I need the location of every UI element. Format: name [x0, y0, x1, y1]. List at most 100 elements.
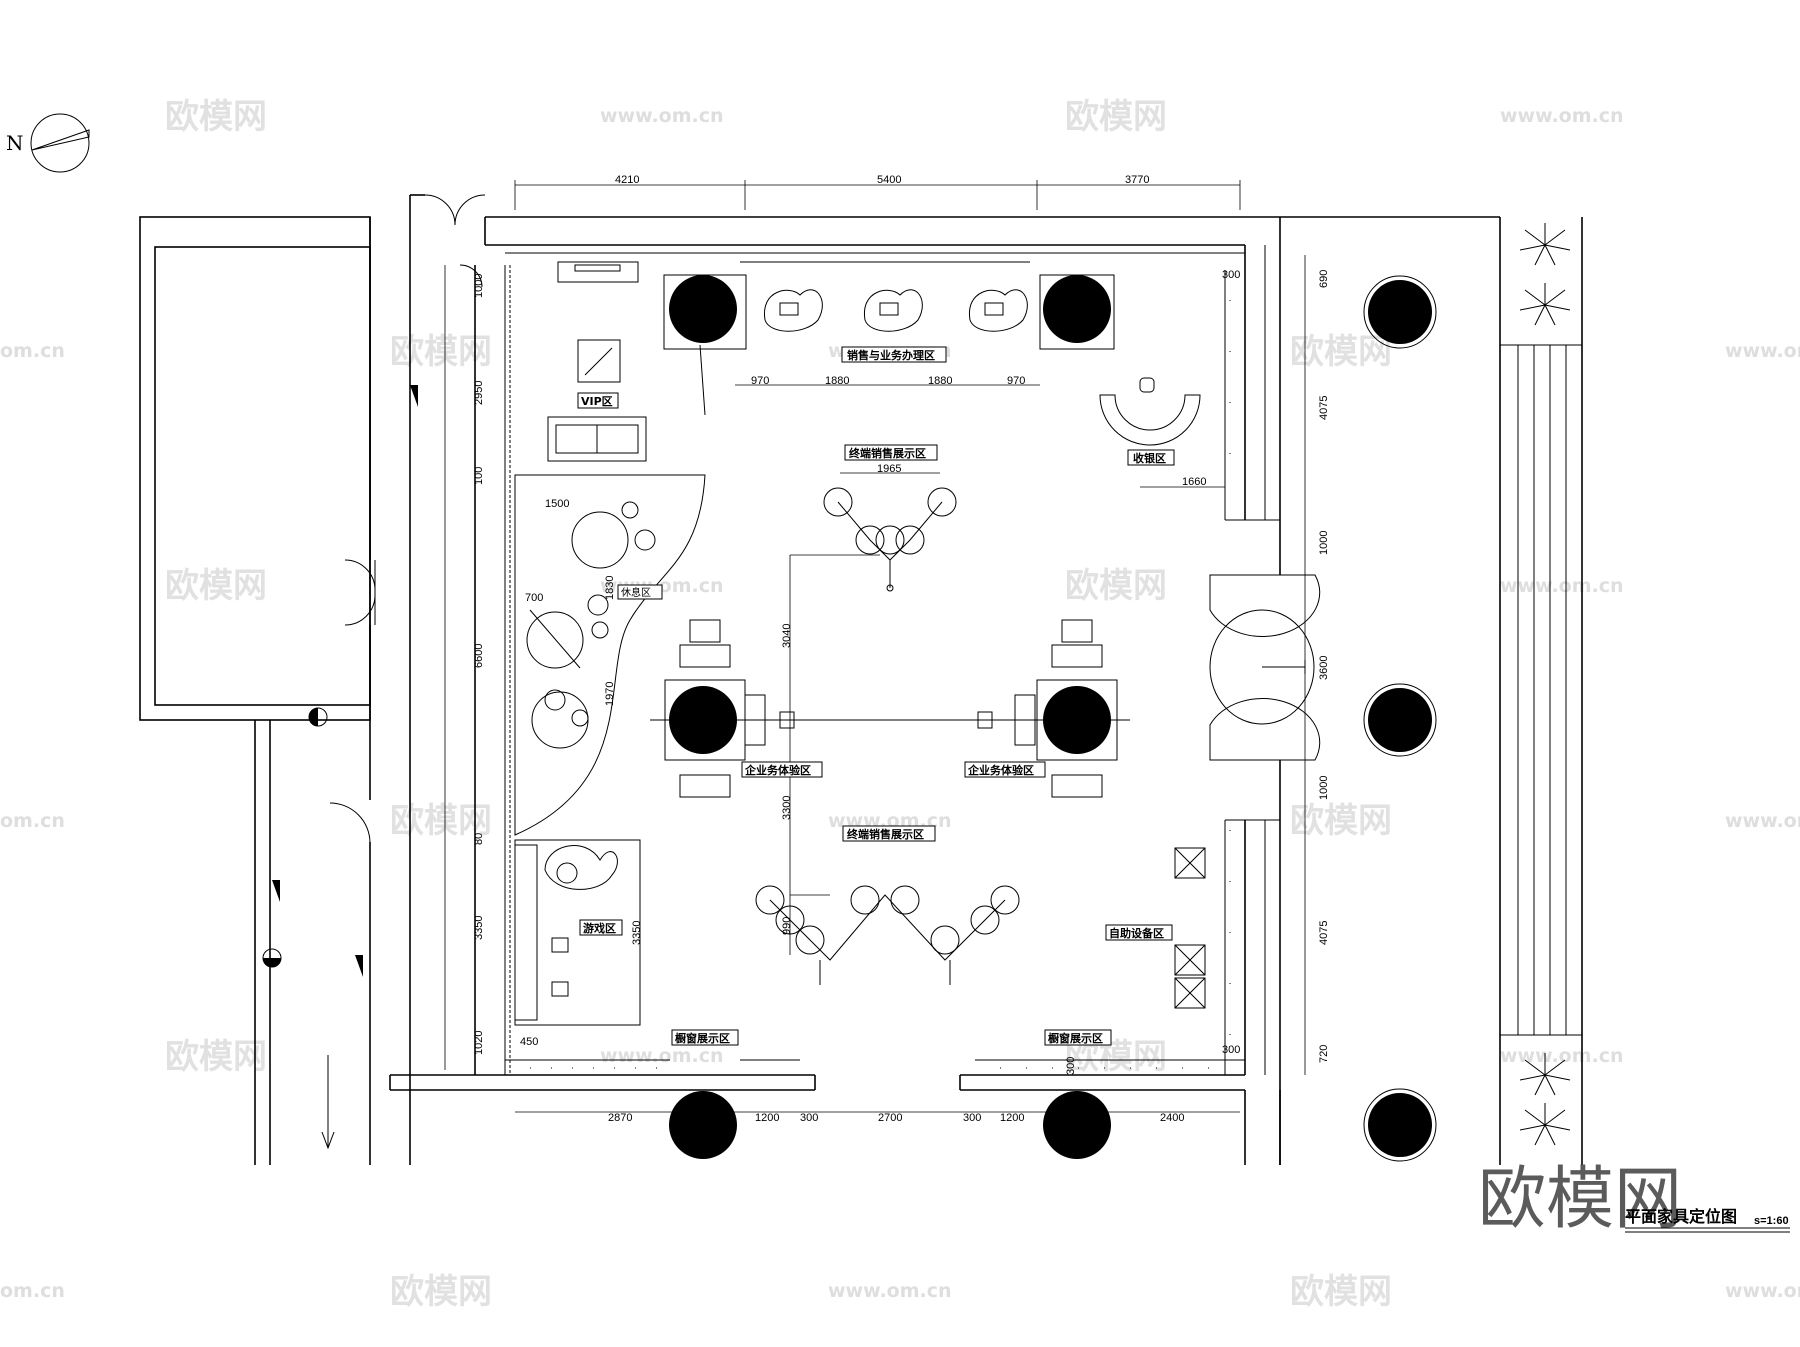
- watermark-url: www.om.cn: [1725, 340, 1800, 362]
- dim-label: 1200: [755, 1112, 779, 1124]
- tv-cabinet: [557, 261, 639, 283]
- label-enterprise-left: 企业务体验区: [744, 763, 811, 777]
- dim-label: 690: [1318, 270, 1330, 288]
- dim-label: 5400: [877, 174, 901, 186]
- watermark-url: www.om.cn: [1725, 1280, 1800, 1302]
- column: [1368, 1093, 1432, 1157]
- dim-label: 3770: [1125, 174, 1149, 186]
- self-service-devices: [1174, 847, 1206, 1009]
- label-cashier: 收银区: [1133, 451, 1166, 465]
- column-ring: [1363, 1088, 1437, 1162]
- dim-label: 300: [963, 1112, 981, 1124]
- watermark-brand: 欧模网: [1290, 332, 1392, 372]
- watermark-brand: 欧模网: [165, 1037, 267, 1077]
- dim-label: 80: [473, 833, 485, 845]
- structural-columns: [663, 274, 1437, 1162]
- left-building: [139, 216, 371, 721]
- watermark-brand: 欧模网: [165, 566, 267, 606]
- computer-icon: [984, 302, 1004, 316]
- watermark-brand: 欧模网: [390, 1272, 492, 1312]
- column-ring: [1363, 683, 1437, 757]
- window-shelves: [530, 300, 1231, 1069]
- dim-label: 100: [473, 467, 485, 485]
- column: [1368, 688, 1432, 752]
- dim-label: 300: [1222, 1044, 1240, 1056]
- dim-label: 300: [1065, 1057, 1077, 1075]
- column: [1043, 275, 1111, 343]
- dim-label: 4075: [1318, 921, 1330, 945]
- dim-label: 700: [525, 592, 543, 604]
- enterprise-table-left: [650, 619, 1130, 798]
- dim-label: 2700: [878, 1112, 902, 1124]
- wall-markers: [262, 385, 418, 977]
- watermark-url: om.cn: [0, 1280, 65, 1302]
- drawing-footer: 欧模网 平面家具定位图 s=1:60: [1478, 1160, 1790, 1239]
- rest-area: [514, 474, 706, 836]
- dim-label: 1965: [877, 463, 901, 475]
- watermark-brand: 欧模网: [390, 332, 492, 372]
- dimension-texts: 4210 5400 3770 1000 2950 100 6600 80 335…: [473, 174, 1330, 1124]
- watermark-url: www.om.cn: [1500, 105, 1624, 127]
- dim-label: 1970: [604, 682, 616, 706]
- dim-label: 3350: [473, 916, 485, 940]
- dim-label: 2870: [608, 1112, 632, 1124]
- cashier-desk: [1099, 394, 1201, 446]
- column: [669, 275, 737, 343]
- column: [669, 1091, 737, 1159]
- vip-sofa: [547, 416, 647, 462]
- dim-label: 720: [1318, 1045, 1330, 1063]
- dim-label: 990: [781, 917, 793, 935]
- dim-label: 1500: [545, 498, 569, 510]
- dim-label: 970: [751, 375, 769, 387]
- dim-label: 1000: [473, 274, 485, 298]
- dim-label: 1830: [604, 576, 616, 600]
- computer-icon: [879, 302, 899, 316]
- watermark-brand: 欧模网: [1065, 97, 1167, 137]
- dim-label: 1880: [928, 375, 952, 387]
- terminal-display-bottom: [755, 885, 1020, 985]
- label-game: 游戏区: [583, 921, 616, 935]
- dim-label: 1000: [1318, 531, 1330, 555]
- watermark-url: www.om.cn: [1500, 575, 1624, 597]
- drawing-title: 平面家具定位图: [1625, 1207, 1737, 1226]
- dim-label: 300: [800, 1112, 818, 1124]
- label-sales-office: 销售与业务办理区: [847, 348, 935, 362]
- plant-icon: [1519, 223, 1571, 1146]
- dim-label: 6600: [473, 644, 485, 668]
- watermark-url: www.om.cn: [600, 105, 724, 127]
- north-arrow-needle: [31, 129, 90, 151]
- watermark-url: www.om.cn: [600, 1045, 724, 1067]
- watermark-url: www.om.cn: [1725, 810, 1800, 832]
- computer-icon: [779, 302, 799, 316]
- dim-label: 3300: [781, 796, 793, 820]
- dim-label: 2400: [1160, 1112, 1184, 1124]
- furniture: [262, 223, 1571, 1146]
- north-arrow: N: [6, 113, 90, 173]
- enterprise-table-right: [977, 619, 1118, 798]
- label-vip: VIP区: [581, 395, 613, 408]
- dim-label: 3600: [1318, 656, 1330, 680]
- drawing-scale: s=1:60: [1754, 1215, 1789, 1227]
- dim-label: 1660: [1182, 476, 1206, 488]
- dim-label: 1020: [473, 1031, 485, 1055]
- watermark-url: om.cn: [0, 340, 65, 362]
- watermark-brand: 欧模网: [165, 97, 267, 137]
- watermark-brand: 欧模网: [1065, 566, 1167, 606]
- label-window-left: 橱窗展示区: [675, 1031, 730, 1045]
- dim-label: 2950: [473, 381, 485, 405]
- service-counter: [764, 289, 1028, 332]
- column-frame: [663, 274, 747, 350]
- column: [1043, 1091, 1111, 1159]
- watermark-brand: 欧模网: [1290, 801, 1392, 841]
- label-window-right: 橱窗展示区: [1048, 1031, 1103, 1045]
- north-arrow-circle: [30, 113, 90, 173]
- label-terminal-bottom: 终端销售展示区: [847, 827, 924, 841]
- dim-label: 1200: [1000, 1112, 1024, 1124]
- vip-table: [577, 339, 621, 383]
- watermark-url: www.om.cn: [828, 1280, 952, 1302]
- building-walls: [139, 194, 1583, 1165]
- dim-label: 3350: [631, 921, 643, 945]
- left-room: [154, 246, 371, 706]
- dimension-lines: [444, 180, 1306, 1113]
